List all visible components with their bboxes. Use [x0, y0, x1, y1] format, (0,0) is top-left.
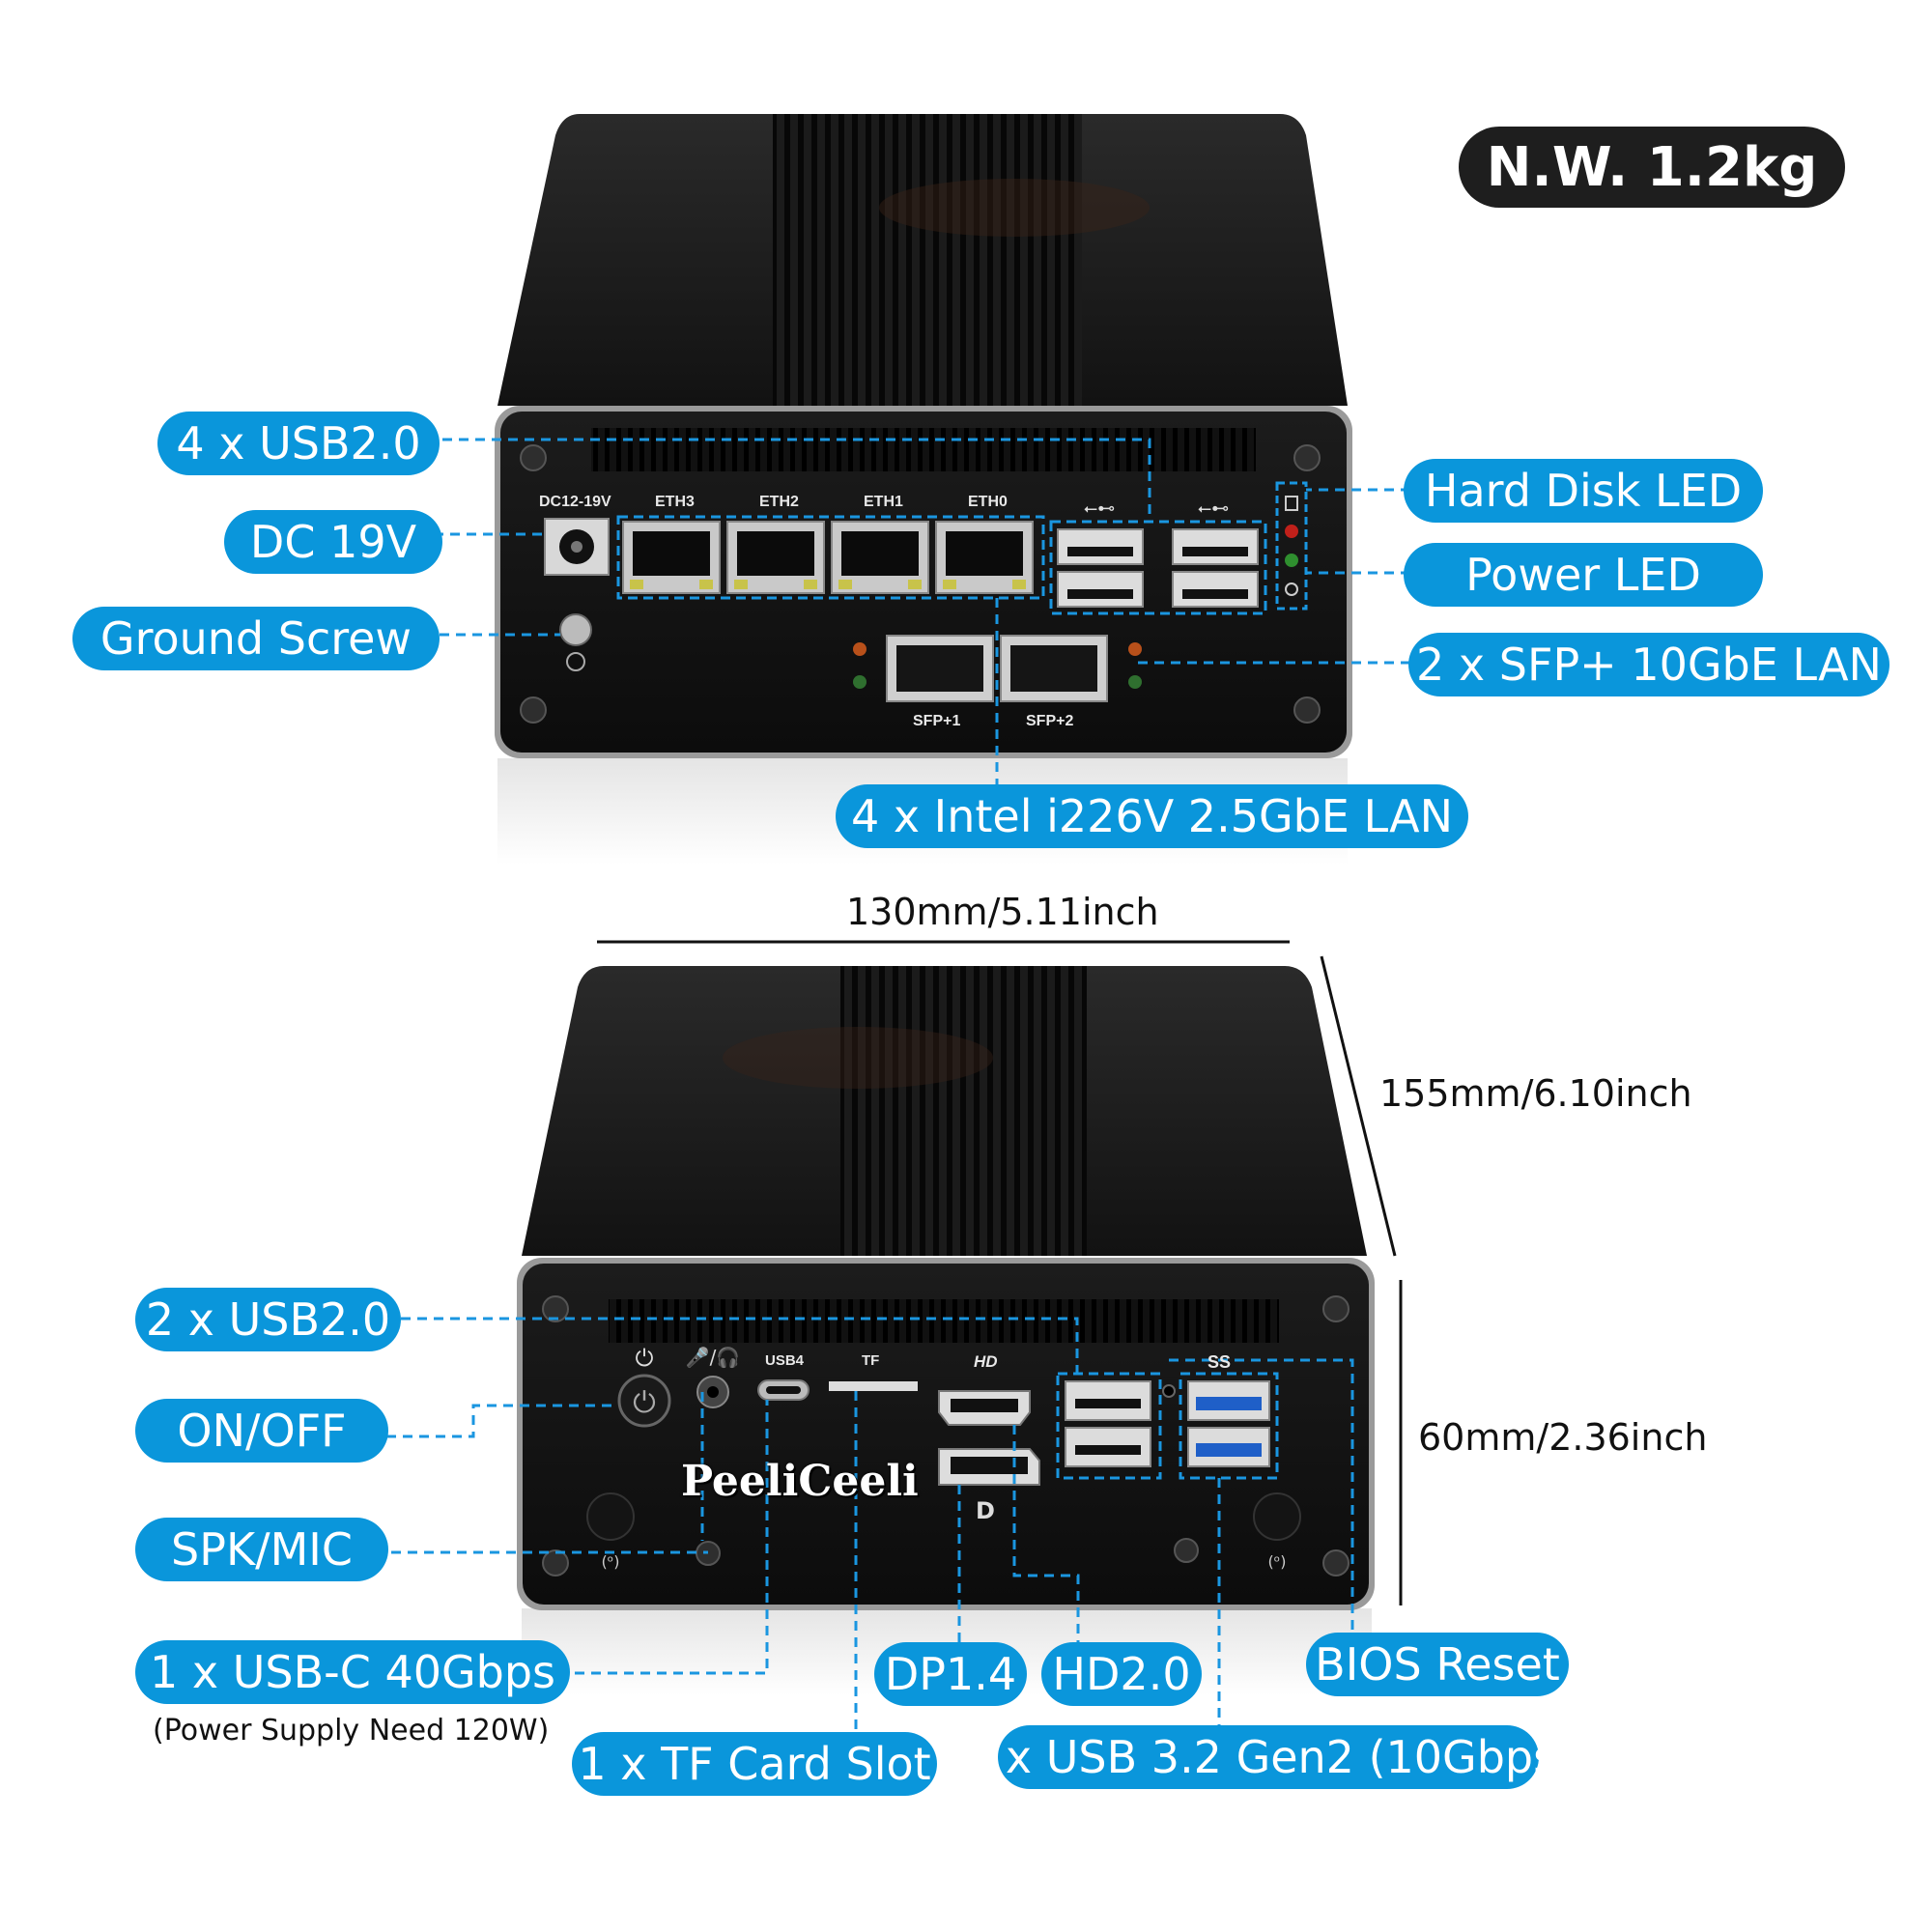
- callout-dp: DP1.4: [874, 1642, 1027, 1706]
- weight-badge: N.W. 1.2kg: [1459, 127, 1845, 208]
- sfp-ports: [853, 635, 1142, 702]
- bottom-unit: ⏻ ⏻ 🎤/🎧 D (ᵒ) (ᵒ): [517, 966, 1375, 1695]
- screws: [520, 444, 1321, 724]
- usb3-box: [1179, 1372, 1279, 1480]
- fan-glow: [723, 1027, 993, 1089]
- callout-usb2-bottom: 2 x USB2.0: [135, 1288, 401, 1351]
- bottom-vent: [609, 1299, 1279, 1343]
- power-icon: ⏻: [633, 1386, 656, 1420]
- usb2-box: [1056, 1372, 1162, 1480]
- ground-screw[interactable]: [559, 613, 592, 646]
- top-vent: [591, 428, 1256, 471]
- callout-usb3: 2 x USB 3.2 Gen2 (10Gbps): [963, 1725, 1574, 1789]
- hard-disk-icon: [1285, 496, 1298, 511]
- callout-sfp: 2 x SFP+ 10GbE LAN: [1408, 633, 1889, 696]
- antenna-mount: [586, 1492, 635, 1541]
- hard-disk-led: [1285, 525, 1298, 538]
- usb-icon: ⭠⊷: [1084, 498, 1115, 519]
- power-led: [1285, 554, 1298, 567]
- power-icon: ⏻: [636, 1345, 654, 1372]
- dc-label: DC12-19V: [539, 494, 611, 510]
- usb4-label: USB4: [765, 1352, 805, 1369]
- sfp2-label: SFP+2: [1026, 713, 1074, 729]
- front-panel: [523, 1264, 1369, 1605]
- heatsink-fins: [773, 114, 1082, 406]
- callout-bios-reset: BIOS Reset: [1306, 1633, 1569, 1696]
- callout-usb-c: 1 x USB-C 40Gbps: [135, 1640, 570, 1704]
- callout-intel-lan: 4 x Intel i226V 2.5GbE LAN: [836, 784, 1468, 848]
- width-dimension: 130mm/5.11inch: [846, 891, 1159, 933]
- top-unit: ⭠⊷ ⭠⊷: [495, 114, 1352, 865]
- callout-power-led: Power LED: [1404, 543, 1763, 607]
- led-box: [1275, 481, 1308, 611]
- wifi-icon: (ᵒ): [1267, 1552, 1286, 1571]
- eth0-label: ETH0: [968, 494, 1008, 510]
- heatsink-fins: [840, 966, 1087, 1256]
- callout-spk-mic: SPK/MIC: [135, 1518, 388, 1581]
- rj45-port[interactable]: [622, 521, 721, 594]
- callout-tf-card: 1 x TF Card Slot: [572, 1732, 937, 1796]
- tf-card-slot[interactable]: [829, 1381, 918, 1391]
- eth2-label: ETH2: [759, 494, 799, 510]
- headset-icon: 🎤/🎧: [686, 1346, 741, 1369]
- light-icon: [1285, 582, 1298, 596]
- usb-icon: ⭠⊷: [1198, 498, 1229, 519]
- height-dimension: 60mm/2.36inch: [1418, 1416, 1708, 1459]
- fan-glow: [879, 179, 1150, 237]
- eth3-label: ETH3: [655, 494, 695, 510]
- callout-hard-disk-led: Hard Disk LED: [1404, 459, 1763, 523]
- ethernet-ports: [616, 515, 1045, 600]
- callout-usb2-top: 4 x USB2.0: [157, 412, 440, 475]
- usb-c-power-note: (Power Supply Need 120W): [153, 1714, 550, 1747]
- bios-reset-pinhole[interactable]: [1162, 1384, 1176, 1398]
- ss-usb-label: SS: [1208, 1352, 1232, 1372]
- callout-on-off: ON/OFF: [135, 1399, 388, 1463]
- tf-label: TF: [862, 1352, 880, 1369]
- callout-dc: DC 19V: [224, 510, 442, 574]
- antenna-mount: [1253, 1492, 1301, 1541]
- power-button[interactable]: [617, 1374, 671, 1428]
- leader-lines: [386, 438, 1410, 1732]
- brand-logo: PeeliCeeli: [681, 1457, 919, 1506]
- wifi-icon: (ᵒ): [601, 1552, 619, 1571]
- dimension-lines: [597, 940, 1403, 1605]
- callout-ground-screw: Ground Screw: [72, 607, 440, 670]
- sfp1-label: SFP+1: [913, 713, 961, 729]
- hd-icon-label: HD: [974, 1352, 998, 1371]
- displayport-icon: D: [976, 1497, 995, 1524]
- depth-dimension: 155mm/6.10inch: [1379, 1072, 1692, 1115]
- eth1-label: ETH1: [864, 494, 903, 510]
- usb2-ports-top: ⭠⊷ ⭠⊷: [1049, 498, 1267, 615]
- callout-hd: HD2.0: [1041, 1642, 1202, 1706]
- ground-icon: [566, 652, 585, 671]
